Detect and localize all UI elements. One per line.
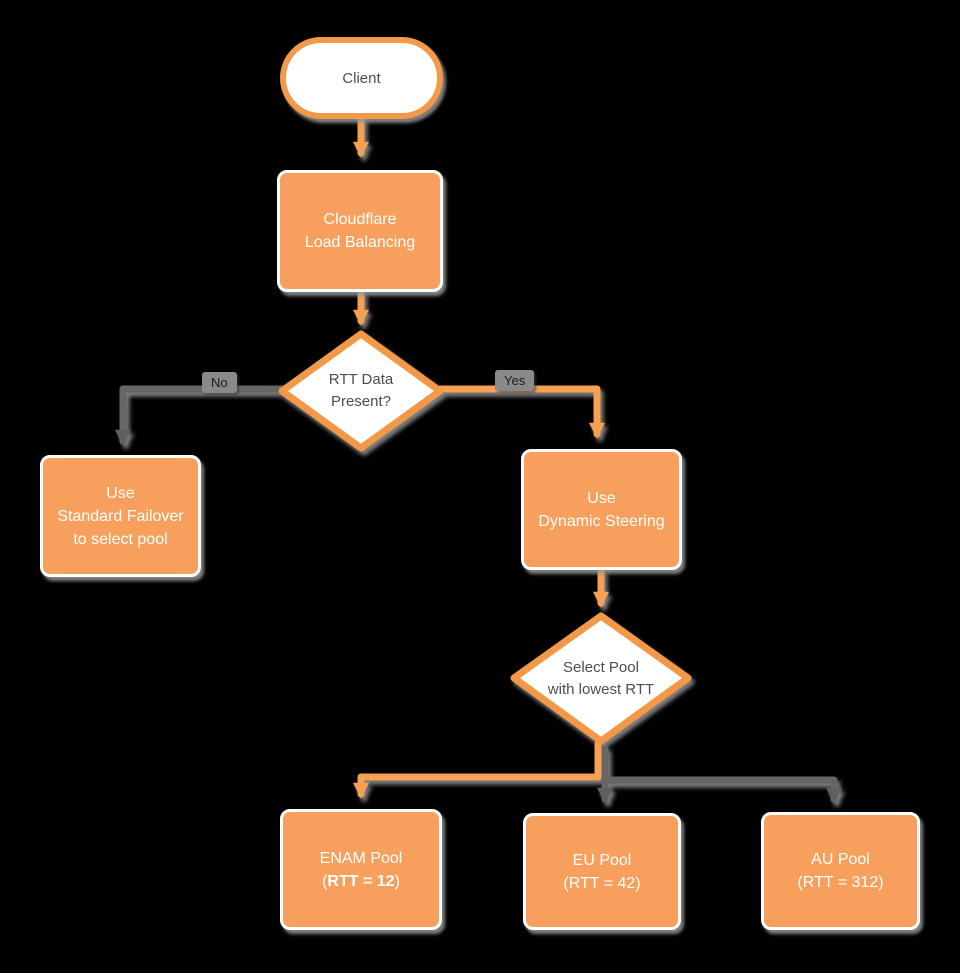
node-eu-pool: EU Pool (RTT = 42) xyxy=(523,813,681,930)
node-label-line: ENAM Pool xyxy=(319,849,403,867)
node-dynamic-steering: Use Dynamic Steering xyxy=(521,449,682,570)
node-label-line: Standard Failover xyxy=(57,507,184,525)
node-enam-pool: ENAM Pool (RTT = 12) xyxy=(280,809,442,930)
node-label-line: (RTT = 12) xyxy=(322,870,400,893)
decision-rtt-data-present-shape xyxy=(278,330,444,452)
paren-open: ( xyxy=(322,872,328,890)
node-standard-failover: Use Standard Failover to select pool xyxy=(40,455,201,577)
edge-no-to-standard-failover xyxy=(114,385,288,446)
decision-select-pool-shape xyxy=(510,612,692,745)
node-label-line: (RTT = 312) xyxy=(797,874,884,891)
decision-rtt-data-present-label: RTT Data Present? xyxy=(282,334,440,448)
node-client-label: Client xyxy=(342,69,381,87)
node-label-line: RTT Data xyxy=(328,371,394,388)
node-label-line: Select Pool xyxy=(563,658,639,676)
node-label-line: EU Pool xyxy=(572,851,632,869)
node-label-line: (RTT = 42) xyxy=(563,874,641,892)
decision-select-pool-label: Select Pool with lowest RTT xyxy=(514,616,688,741)
paren-close: ) xyxy=(394,872,400,890)
edge-select-pool-to-au xyxy=(601,776,843,804)
node-label-line: Dynamic Steering xyxy=(538,512,665,530)
edge-label-yes: Yes xyxy=(495,370,535,391)
node-label-line: to select pool xyxy=(73,530,168,548)
edge-select-pool-to-enam xyxy=(352,740,602,799)
node-label-line: Use xyxy=(106,484,135,502)
node-label-line: AU Pool xyxy=(811,851,870,868)
node-label-line: Use xyxy=(587,489,616,507)
edge-label-no: No xyxy=(202,372,237,393)
rtt-value-bold: RTT = 12 xyxy=(327,872,395,890)
node-label-line: Load Balancing xyxy=(304,234,416,251)
node-au-pool: AU Pool (RTT = 312) xyxy=(761,812,920,930)
node-client: Client xyxy=(280,37,443,119)
node-label-line: Present? xyxy=(330,393,392,410)
edge-yes-to-dynamic-steering xyxy=(436,385,606,439)
node-label-line: with lowest RTT xyxy=(547,680,655,698)
node-cloudflare-load-balancing: Cloudflare Load Balancing xyxy=(277,170,443,292)
node-label-line: Cloudflare xyxy=(323,211,397,228)
